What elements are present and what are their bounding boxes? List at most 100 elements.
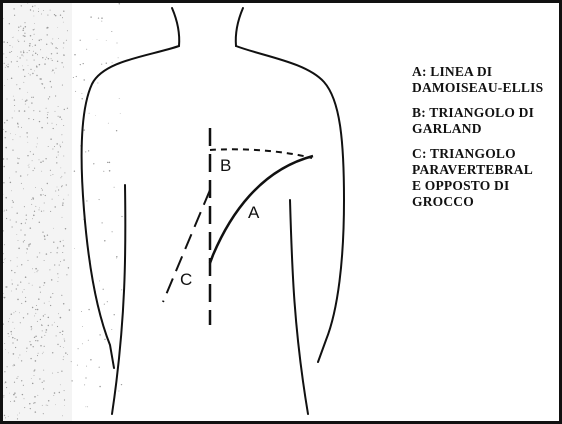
- stipple-dot: [63, 259, 64, 260]
- stipple-dot: [14, 392, 16, 394]
- stipple-dot: [56, 252, 57, 253]
- stipple-dot: [34, 34, 35, 35]
- stipple-dot: [37, 321, 38, 322]
- stipple-dot: [51, 42, 52, 43]
- stipple-dot: [33, 10, 34, 11]
- stipple-dot: [60, 261, 61, 262]
- stipple-dot: [32, 160, 33, 161]
- stipple-dot: [24, 398, 25, 399]
- stipple-dot: [36, 75, 37, 76]
- stipple-dot: [93, 163, 94, 164]
- stipple-dot: [85, 377, 86, 378]
- stipple-dot: [63, 156, 64, 157]
- stipple-dot: [31, 102, 32, 103]
- stipple-dot: [43, 413, 44, 414]
- stipple-dot: [58, 116, 59, 117]
- stipple-dot: [60, 15, 61, 16]
- stipple-dot: [28, 174, 29, 175]
- stipple-dot: [23, 188, 24, 189]
- stipple-dot: [3, 262, 4, 263]
- stipple-dot: [12, 342, 13, 343]
- label-b: B: [220, 156, 231, 175]
- stipple-dot: [34, 5, 35, 6]
- stipple-dot: [62, 204, 64, 206]
- stipple-dot: [23, 241, 24, 242]
- stipple-dot: [114, 187, 115, 188]
- stipple-dot: [37, 270, 38, 271]
- stipple-dot: [5, 147, 7, 149]
- stipple-dot: [119, 3, 120, 4]
- stipple-dot: [44, 63, 45, 64]
- legend-c-line4: GROCCO: [412, 194, 474, 209]
- stipple-dot: [59, 265, 60, 266]
- stipple-dot: [58, 195, 59, 196]
- stipple-dot: [21, 303, 22, 304]
- stipple-dot: [53, 128, 54, 129]
- stipple-dot: [26, 351, 27, 352]
- stipple-dot: [41, 337, 42, 338]
- stipple-dot: [55, 95, 56, 96]
- stipple-dot: [99, 280, 100, 281]
- stipple-dot: [3, 396, 4, 397]
- stipple-dot: [64, 340, 65, 341]
- stipple-dot: [50, 10, 51, 11]
- stipple-dot: [7, 99, 8, 100]
- stipple-dot: [28, 73, 29, 74]
- stipple-dot: [69, 309, 71, 311]
- stipple-dot: [18, 248, 20, 250]
- stipple-dot: [41, 39, 42, 40]
- stipple-dot: [6, 218, 7, 219]
- stipple-dot: [57, 187, 58, 188]
- stipple-dot: [18, 158, 19, 159]
- stipple-dot: [46, 329, 48, 331]
- stipple-dot: [58, 189, 59, 190]
- stipple-dot: [22, 99, 23, 100]
- stipple-dot: [34, 369, 35, 370]
- stipple-dot: [60, 384, 61, 385]
- stipple-dot: [42, 330, 43, 331]
- stipple-dot: [54, 146, 55, 147]
- stipple-dot: [34, 23, 35, 24]
- stipple-dot: [80, 40, 81, 41]
- stipple-dot: [62, 202, 63, 203]
- stipple-dot: [30, 358, 31, 359]
- stipple-dot: [24, 76, 25, 77]
- stipple-dot: [5, 381, 7, 383]
- stipple-dot: [13, 8, 14, 9]
- stipple-dot: [45, 59, 46, 60]
- stipple-dot: [3, 41, 5, 43]
- stipple-dot: [27, 313, 28, 314]
- stipple-dot: [17, 339, 18, 340]
- stipple-dot: [58, 38, 59, 39]
- stipple-dot: [88, 309, 89, 310]
- stipple-dot: [30, 151, 31, 152]
- stipple-dot: [29, 341, 30, 342]
- stipple-dot: [58, 151, 59, 152]
- stipple-dot: [50, 211, 51, 212]
- stipple-dot: [44, 260, 45, 261]
- stipple-dot: [62, 331, 64, 333]
- stipple-dot: [4, 85, 5, 86]
- stipple-dot: [41, 324, 42, 325]
- stipple-dot: [50, 252, 51, 253]
- stipple-dot: [45, 314, 46, 315]
- stipple-dot: [20, 51, 21, 52]
- stipple-dot: [46, 253, 47, 254]
- stipple-dot: [14, 328, 15, 329]
- stipple-dot: [114, 314, 115, 315]
- stipple-dot: [7, 366, 8, 367]
- stipple-dot: [5, 131, 6, 132]
- stipple-dot: [11, 190, 12, 191]
- stipple-dot: [3, 166, 5, 168]
- stipple-dot: [42, 232, 43, 233]
- stipple-dot: [10, 133, 11, 134]
- stipple-dot: [22, 66, 23, 67]
- stipple-dot: [49, 96, 50, 97]
- stipple-dot: [118, 57, 119, 58]
- stipple-dot: [41, 127, 43, 129]
- stipple-dot: [52, 199, 53, 200]
- stipple-dot: [19, 355, 20, 356]
- stipple-dot: [44, 335, 45, 336]
- stipple-dot: [46, 44, 47, 45]
- stipple-dot: [60, 146, 61, 147]
